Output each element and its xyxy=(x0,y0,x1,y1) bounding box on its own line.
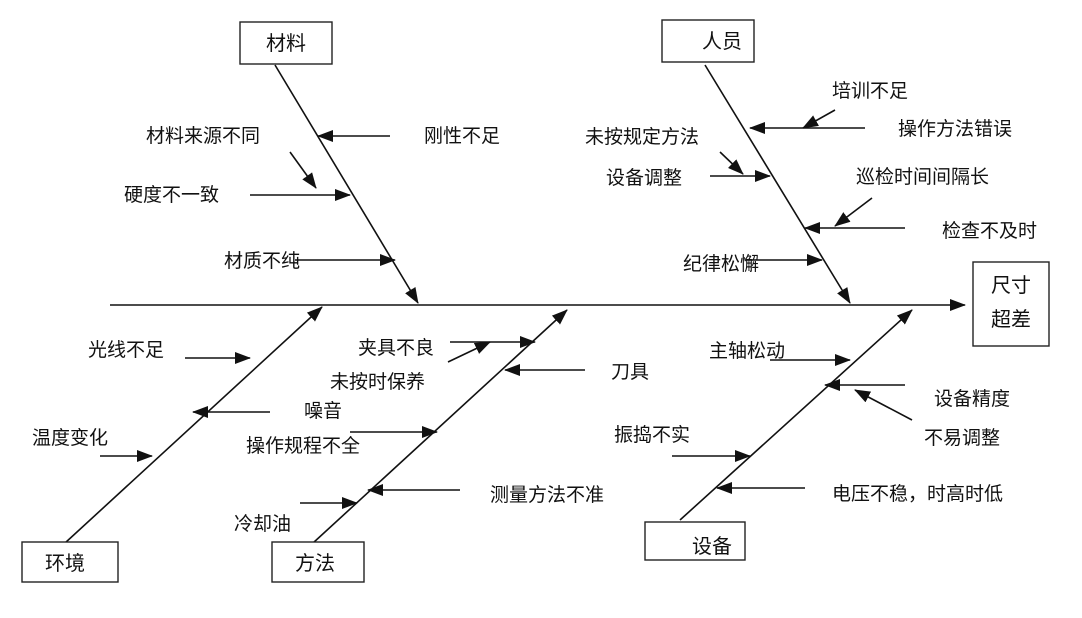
arrow-training-diag xyxy=(802,109,836,129)
cause-temperature: 温度变化 xyxy=(32,427,108,449)
category-label-environment: 环境 xyxy=(45,551,85,575)
cause-tool: 刀具 xyxy=(611,361,649,383)
cause-rigidity: 刚性不足 xyxy=(424,125,500,147)
cause-hard-adjust: 不易调整 xyxy=(924,427,1000,449)
category-box-environment: 环境 xyxy=(21,541,119,583)
cause-no-maintenance: 未按时保养 xyxy=(330,371,425,393)
category-label-people: 人员 xyxy=(702,29,742,53)
arrow-patrol-interval xyxy=(834,197,873,227)
category-box-materials: 材料 xyxy=(239,21,333,65)
arrow-hard-adjust xyxy=(854,389,913,421)
cause-materials-source: 材料来源不同 xyxy=(146,125,260,147)
cause-fixture: 夹具不良 xyxy=(358,337,434,359)
category-label-methods: 方法 xyxy=(295,551,335,575)
cause-impurity: 材质不纯 xyxy=(224,250,300,272)
bone-people xyxy=(704,64,851,304)
category-label-equipment: 设备 xyxy=(692,534,732,558)
cause-coolant: 冷却油 xyxy=(234,513,291,535)
cause-equipment-adjust: 设备调整 xyxy=(606,167,682,189)
arrow-materials-source xyxy=(289,151,317,189)
cause-noise: 噪音 xyxy=(304,400,342,422)
arrow-no-maintenance xyxy=(447,341,491,363)
cause-training: 培训不足 xyxy=(832,80,908,102)
cause-patrol-interval: 巡检时间间隔长 xyxy=(856,166,989,188)
cause-voltage: 电压不稳，时高时低 xyxy=(832,483,1003,505)
cause-vibration: 振捣不实 xyxy=(614,424,690,446)
cause-procedure: 操作规程不全 xyxy=(246,435,360,457)
bone-methods xyxy=(312,309,568,544)
arrow-not-per-spec xyxy=(719,151,744,175)
cause-spindle: 主轴松动 xyxy=(709,340,785,362)
category-box-methods: 方法 xyxy=(271,541,365,583)
effect-box: 尺寸 超差 xyxy=(972,261,1050,347)
category-box-people: 人员 xyxy=(661,19,755,63)
category-box-equipment: 设备 xyxy=(644,521,746,561)
category-label-materials: 材料 xyxy=(266,31,306,55)
effect-label-line1: 尺寸 xyxy=(991,273,1031,297)
cause-measurement: 测量方法不准 xyxy=(490,484,604,506)
cause-precision: 设备精度 xyxy=(934,388,1010,410)
bone-environment xyxy=(64,306,323,544)
cause-discipline: 纪律松懈 xyxy=(683,253,759,275)
cause-operation-error: 操作方法错误 xyxy=(898,118,1012,140)
cause-light: 光线不足 xyxy=(88,339,164,361)
cause-not-per-spec: 未按规定方法 xyxy=(585,126,699,148)
cause-inspection-late: 检查不及时 xyxy=(942,220,1037,242)
cause-hardness: 硬度不一致 xyxy=(124,184,219,206)
effect-label-line2: 超差 xyxy=(991,307,1031,331)
